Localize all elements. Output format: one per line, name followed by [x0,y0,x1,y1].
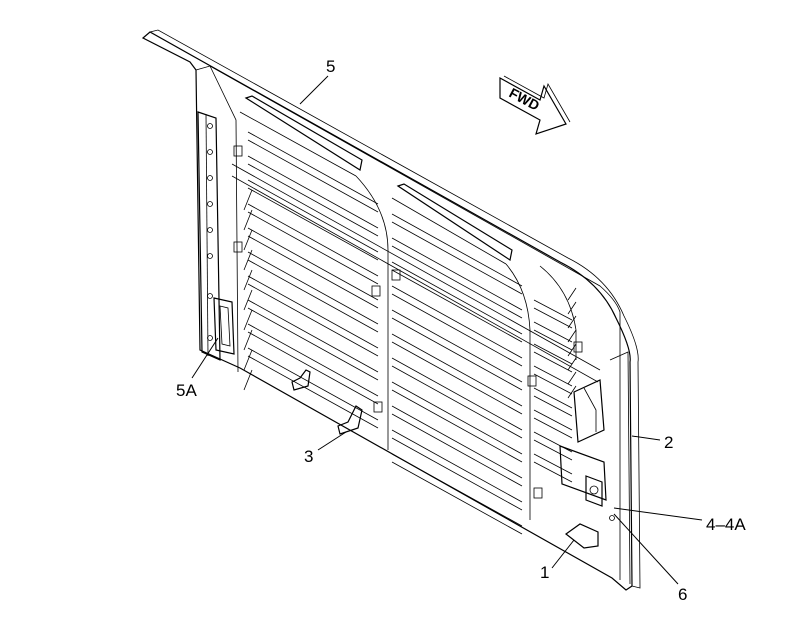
louver-blade-center [391,213,523,295]
louver-blade-left [247,251,379,333]
louver-blade-center [391,429,523,511]
louver-blade-right [533,453,573,483]
louver-blade-right [533,387,573,417]
louver-blade-left [247,203,379,285]
louver-blade-left [247,179,379,261]
louver-edge-rib [567,385,577,399]
callout-5a: 5A [176,381,197,400]
callout-4-4a: 4–4A [706,515,746,534]
louver-blade-center [391,285,523,367]
louver-blade-right [533,299,573,329]
louver-blade-left [247,155,379,237]
louver-blade-center [391,405,523,487]
louver-edge-rib [567,357,577,371]
louver-edge-rib [243,229,253,251]
louver-blades [243,131,577,535]
top-rail [231,95,601,383]
louver-edge-rib [567,287,577,301]
bracket-3 [337,405,363,435]
callout-5: 5 [326,57,335,76]
louver-blade-right [533,365,573,395]
forward-arrow-icon: FWD [499,75,571,135]
leader-lines [191,75,703,585]
louver-edge-rib [243,349,253,371]
bottom-clip [291,369,311,391]
callout-6: 6 [678,585,687,604]
latch-bracket [559,379,615,521]
louver-edge-rib [243,289,253,311]
louver-edge-rib [243,309,253,331]
louver-edge-rib [243,189,253,211]
louver-blade-center [391,357,523,439]
louver-edge-rib [243,209,253,231]
louver-edge-rib [243,249,253,271]
panel-body [141,29,641,591]
louver-blade-center [391,333,523,415]
louver-blade-left [247,347,379,429]
louver-blade-right [533,431,573,461]
louver-edge-rib [567,301,577,315]
louver-blade-center [391,237,523,319]
louver-edge-rib [243,369,253,391]
hinge-strip [197,111,235,361]
louver-blade-right [533,343,573,373]
stiffeners [233,145,583,520]
callout-2: 2 [664,433,673,452]
louver-blade-left [247,131,379,213]
louver-blade-center [391,261,523,343]
fwd-label: FWD [507,85,543,114]
louver-blade-center [391,453,523,535]
louver-edge-rib [567,371,577,385]
callout-3: 3 [304,447,313,466]
callout-1: 1 [540,563,549,582]
louver-edge-rib [243,329,253,351]
louver-blade-left [247,323,379,405]
louver-blade-center [391,381,523,463]
louver-edge-rib [243,269,253,291]
louver-edge-rib [567,329,577,343]
louver-blade-right [533,321,573,351]
louver-blade-left [247,227,379,309]
bracket-1 [564,523,599,549]
louver-blade-left [247,275,379,357]
louver-blade-left [247,299,379,381]
louver-edge-rib [567,343,577,357]
louver-blade-center [391,309,523,391]
louver-blade-right [533,409,573,439]
louver-edge-rib [567,315,577,329]
